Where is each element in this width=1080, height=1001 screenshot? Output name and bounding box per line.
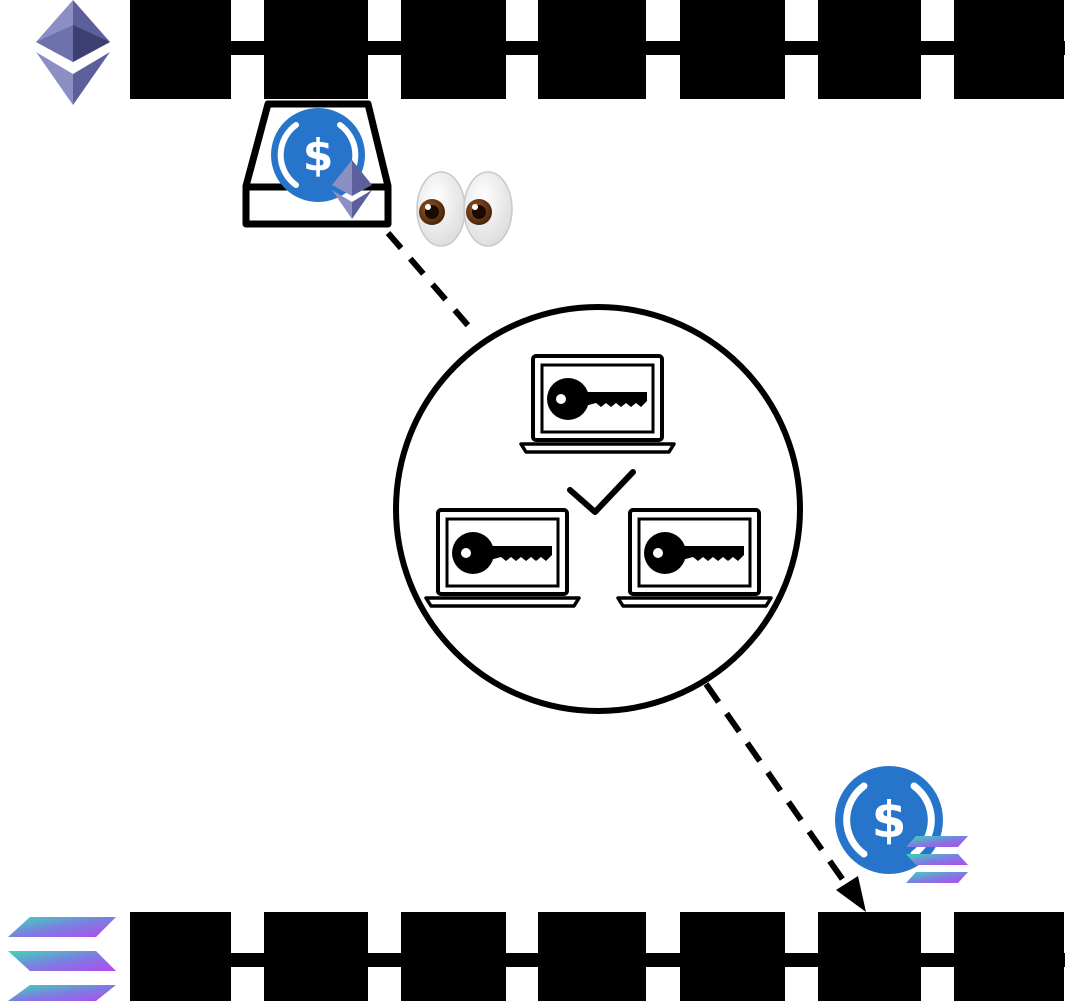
chain-block (401, 0, 506, 99)
chain-block (538, 0, 646, 99)
solana-icon (906, 836, 968, 883)
svg-text:$: $ (872, 791, 907, 849)
chain-block (818, 912, 921, 1001)
svg-text:$: $ (303, 130, 334, 181)
ethereum-chain (130, 0, 1065, 99)
chain-block (954, 912, 1064, 1001)
chain-block (264, 912, 368, 1001)
chain-block (954, 0, 1064, 99)
eyes-icon (416, 171, 513, 247)
solana-chain (130, 912, 1065, 1001)
checkmark-icon (567, 469, 636, 515)
ethereum-icon (332, 160, 372, 219)
chain-block (130, 912, 231, 1001)
chain-block (264, 0, 368, 99)
ethereum-icon (36, 0, 110, 105)
key-icon (452, 532, 552, 574)
chain-block (818, 0, 921, 99)
solana-icon (8, 917, 116, 1001)
dashed-connector (385, 231, 475, 332)
laptop-key-icon (424, 508, 581, 608)
chain-block (680, 0, 785, 99)
chain-block (538, 912, 646, 1001)
laptop-key-icon (519, 354, 676, 454)
chain-block (401, 912, 506, 1001)
arrow-head (836, 876, 866, 912)
chain-block (130, 0, 231, 99)
dashed-arrow (703, 682, 853, 892)
key-icon (547, 378, 647, 420)
laptop-key-icon (616, 508, 773, 608)
key-icon (644, 532, 744, 574)
chain-block (680, 912, 785, 1001)
